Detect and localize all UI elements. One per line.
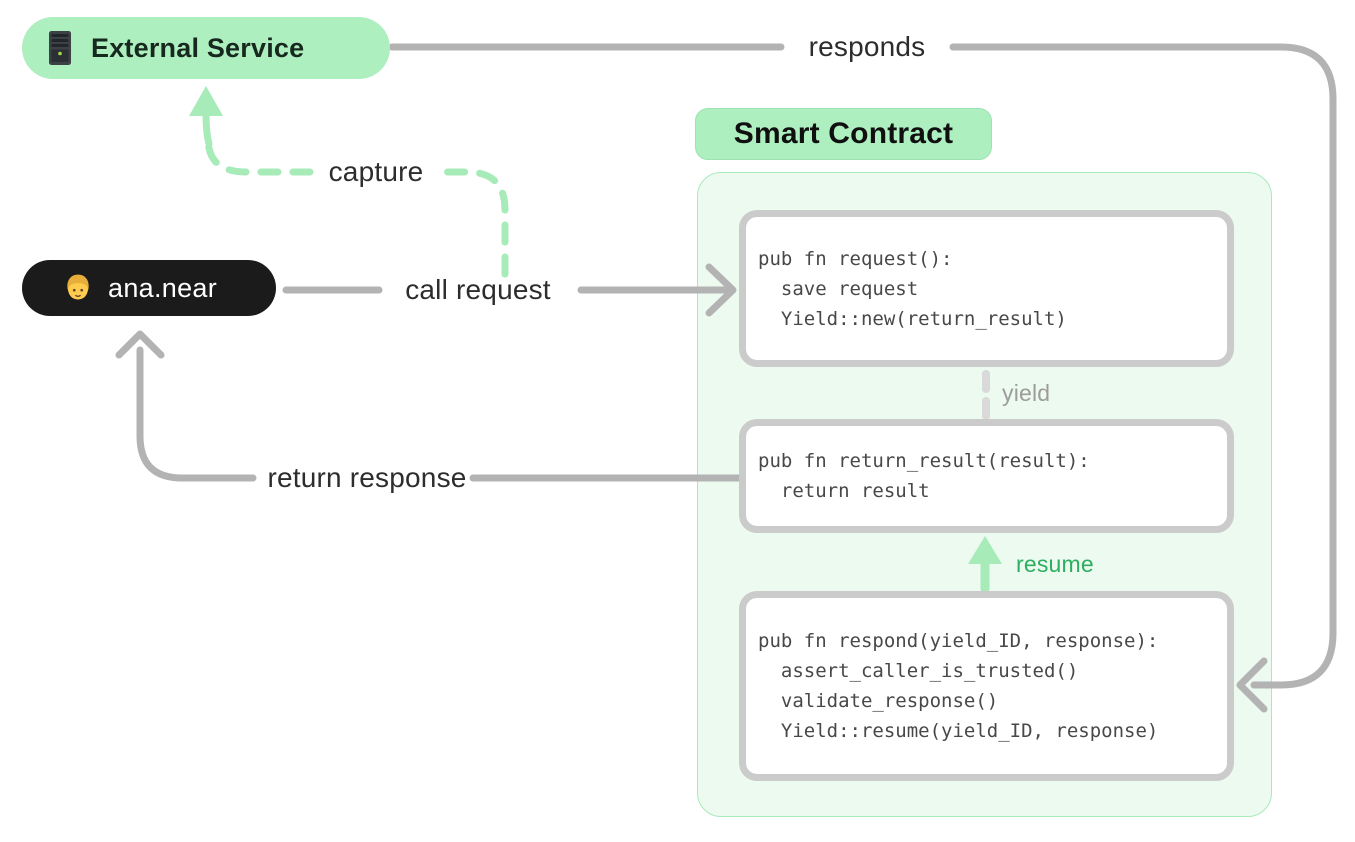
return-response-arrowhead-icon <box>115 330 165 359</box>
code-line: pub fn respond(yield_ID, response): <box>758 630 1159 652</box>
resume-arrowhead-icon <box>968 536 1002 564</box>
capture-dashed-line-right <box>440 168 509 278</box>
edge-label-capture: capture <box>328 156 424 187</box>
capture-arrowhead-icon <box>189 86 223 116</box>
capture-dashed-line-left <box>204 136 314 176</box>
code-line: return result <box>758 480 930 502</box>
responds-line-right <box>949 43 1337 689</box>
code-line: pub fn request(): <box>758 247 953 270</box>
code-line: assert_caller_is_trusted() <box>758 660 1079 682</box>
code-block-request: pub fn request(): save request Yield::ne… <box>739 210 1234 367</box>
external-service-label: External Service <box>91 32 305 63</box>
user-account-label: ana.near <box>108 272 217 303</box>
edge-label-call-request: call request <box>405 274 551 305</box>
code-line: save request <box>758 277 919 300</box>
return-response-line-left <box>136 346 257 482</box>
edge-label-responds: responds <box>808 31 926 62</box>
code-block-respond: pub fn respond(yield_ID, response): asse… <box>739 591 1234 781</box>
server-icon <box>45 30 75 66</box>
edge-label-yield: yield <box>1002 380 1051 406</box>
person-icon <box>62 272 94 304</box>
smart-contract-title: Smart Contract <box>695 108 992 160</box>
code-line: Yield::resume(yield_ID, response) <box>758 720 1159 742</box>
code-block-return-result: pub fn return_result(result): return res… <box>739 419 1234 533</box>
call-request-arrowhead-icon <box>705 263 737 317</box>
responds-arrowhead-icon <box>1236 657 1268 713</box>
code-line: pub fn return_result(result): <box>758 450 1090 472</box>
user-account-node: ana.near <box>22 260 276 316</box>
edge-label-resume: resume <box>1016 551 1094 577</box>
capture-arrow-shaft <box>202 110 213 148</box>
external-service-node: External Service <box>22 17 390 79</box>
code-line: Yield::new(return_result) <box>758 307 1067 330</box>
code-line: validate_response() <box>758 690 999 712</box>
edge-label-return-response: return response <box>267 462 467 493</box>
